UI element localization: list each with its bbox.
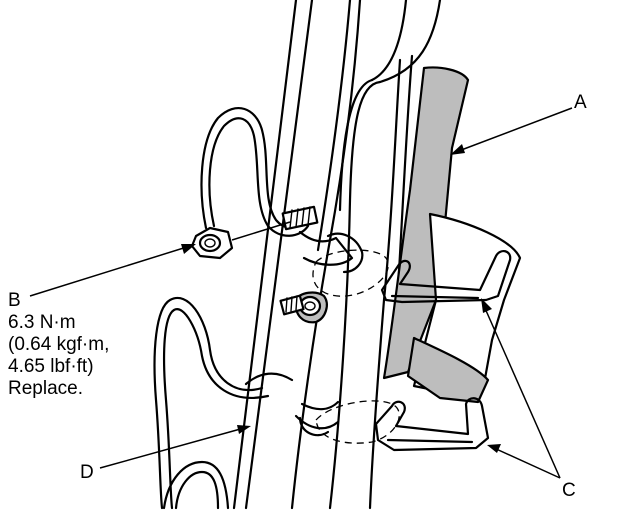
replace-note: Replace. [8, 378, 83, 399]
bracket-a [382, 66, 522, 404]
leader-b [29, 221, 291, 297]
label-a: A [574, 92, 587, 113]
installed-nut [279, 291, 328, 324]
wire-harness-bottom [162, 460, 230, 510]
leader-a [450, 107, 573, 155]
torque-spec: 6.3 N·m (0.64 kgf·m, 4.65 lbf·ft) Replac… [8, 312, 109, 400]
label-b: B [8, 290, 21, 311]
leader-d [99, 425, 251, 469]
clip-c-upper [380, 250, 512, 304]
panel-d [232, 0, 442, 510]
harness-clips [294, 230, 364, 437]
clip-c-lower [374, 397, 490, 452]
torque-value-nm: 6.3 N·m [8, 312, 76, 333]
torque-value-lbfft: 4.65 lbf·ft) [8, 356, 94, 377]
leader-c [481, 298, 561, 479]
label-c: C [562, 480, 576, 501]
label-d: D [80, 462, 94, 483]
nut-b [190, 226, 234, 260]
upper-stud [281, 205, 319, 231]
torque-value-kgfm: (0.64 kgf·m, [8, 334, 110, 355]
